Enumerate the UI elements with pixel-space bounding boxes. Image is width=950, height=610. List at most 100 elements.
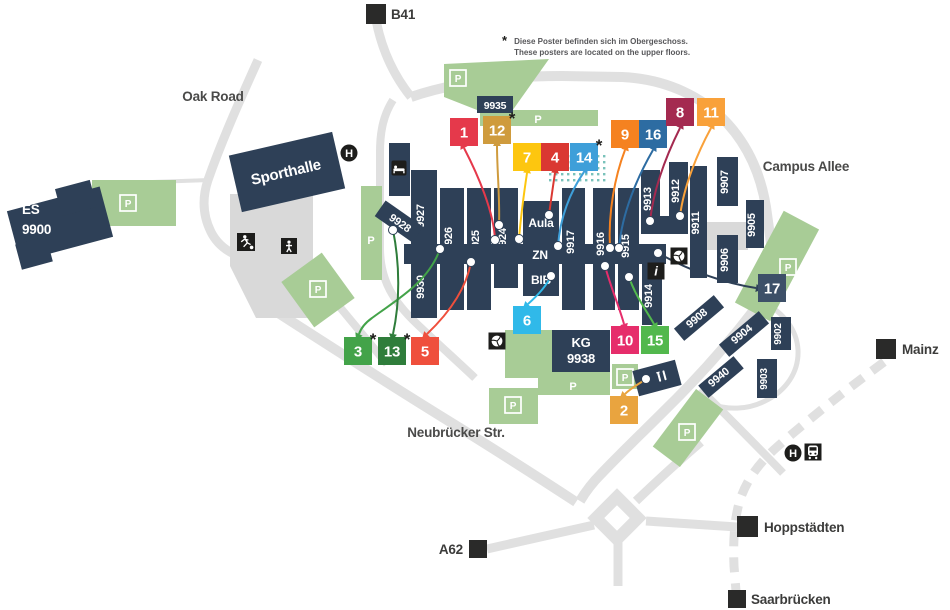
building-mensa: [632, 359, 682, 397]
building-9903: 9903: [757, 359, 777, 398]
route-path: [392, 229, 400, 335]
building-9917: 9917: [562, 188, 585, 310]
roundabout-island: [604, 505, 630, 531]
connection-dot: [645, 216, 655, 226]
parking-letter: P: [569, 381, 576, 393]
city-sign-a62: A62: [439, 540, 487, 558]
building-shape: [717, 157, 738, 206]
poster-marker-4: 4: [541, 143, 569, 171]
building-sporthalle: Sporthalle: [228, 131, 346, 213]
marker-number: 17: [764, 281, 780, 298]
parking-icon: P: [125, 199, 132, 210]
poster-marker-17: 17: [758, 274, 786, 302]
roads-layer: [94, 19, 887, 592]
city-label: Saarbrücken: [751, 592, 831, 607]
route-path: [618, 149, 654, 249]
marker-box: [411, 337, 439, 365]
road: [632, 438, 704, 505]
icon-shape: [240, 238, 251, 248]
marker-box: [611, 326, 639, 354]
connection-dot: [600, 261, 610, 271]
planned-building-dot: [549, 173, 552, 176]
marker-number: 2: [620, 403, 628, 420]
parking-icon: [678, 423, 696, 441]
arrowhead: [421, 331, 430, 339]
upper-floor-asterisk: *: [596, 136, 603, 155]
building-aula: Aula: [523, 201, 559, 244]
train-station-icon: [804, 443, 822, 461]
parking-shape: [734, 210, 820, 322]
marker-box: [639, 120, 667, 148]
planned-building-dot: [597, 179, 600, 182]
city-square: [728, 590, 746, 608]
parking-letter: P: [367, 235, 374, 247]
planned-building-dot: [597, 155, 600, 158]
icon-shape: [662, 370, 667, 381]
city-square: [366, 4, 386, 24]
icon-glyph: H: [789, 448, 797, 460]
route-line-5: [421, 261, 472, 339]
marker-number: 14: [576, 150, 593, 167]
upper-floor-asterisk: *: [404, 330, 411, 349]
building-label: 9912: [670, 179, 682, 203]
marker-number: 13: [384, 344, 400, 361]
building-label: 9913: [642, 187, 654, 211]
marker-box: [450, 118, 478, 146]
route-path: [679, 127, 712, 217]
parking-icon: P: [684, 428, 691, 439]
road: [376, 97, 478, 381]
note-line-english: These posters are located on the upper f…: [514, 48, 691, 57]
icon-shape: [647, 262, 665, 280]
building-9907: 9907: [717, 157, 738, 206]
marker-number: 1: [460, 125, 468, 142]
marker-number: 5: [421, 344, 429, 361]
building-shape: [632, 359, 682, 397]
connection-dot: [466, 257, 476, 267]
building-9908: 9908: [673, 295, 725, 341]
marker-box: [611, 120, 639, 148]
marker-box: [513, 306, 541, 334]
building-label: 9902: [773, 323, 784, 345]
poster-marker-1: 1: [450, 118, 478, 146]
planned-building-dot: [597, 167, 600, 170]
building-shape: [552, 330, 610, 372]
planned-building-dot: [573, 173, 576, 176]
icon-shape: [244, 238, 249, 244]
icon-shape: [243, 235, 247, 239]
planned-building-dot: [585, 173, 588, 176]
planned-building-dot: [555, 173, 558, 176]
building-9924: 9924: [494, 188, 518, 288]
road: [645, 516, 738, 532]
road: [697, 386, 786, 476]
poster-marker-8: 8: [666, 98, 694, 126]
city-square: [876, 339, 896, 359]
building-shape: [669, 162, 688, 218]
parking-letter: P: [534, 114, 541, 126]
connection-dot: [544, 210, 554, 220]
note-text: Diese Poster befinden sich im Obergescho…: [514, 36, 690, 58]
connection-dot: [546, 271, 556, 281]
sports-field-icon: [237, 233, 255, 251]
asterisk-symbol: *: [502, 33, 508, 48]
building-shape: [771, 317, 791, 350]
icon-shape: [249, 245, 254, 250]
building-shape: [562, 188, 585, 310]
cafeteria-icon: [656, 370, 667, 382]
poster-marker-15: 15: [641, 326, 669, 354]
icon-shape: [678, 250, 683, 257]
city-label: Mainz: [902, 342, 939, 357]
route-path: [657, 252, 757, 289]
parking-area: P: [612, 364, 638, 389]
poster-marker-10: 10: [611, 326, 639, 354]
planned-building-dot: [597, 173, 600, 176]
road: [486, 520, 595, 554]
city-sign-mainz: Mainz: [876, 339, 939, 359]
street-label: Oak Road: [182, 89, 243, 104]
city-label: Hoppstädten: [764, 520, 844, 535]
planned-building-dot: [603, 155, 606, 158]
marker-box: [641, 326, 669, 354]
